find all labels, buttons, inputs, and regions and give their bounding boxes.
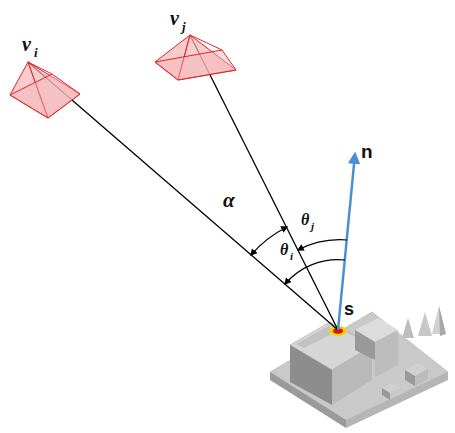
city-model xyxy=(270,306,448,428)
angle-arc xyxy=(298,240,347,250)
point-label: s xyxy=(344,300,354,318)
angle-label: θ xyxy=(280,242,288,258)
camera-frustum xyxy=(155,35,236,80)
camera-name: v xyxy=(170,8,179,28)
angle-label: θ xyxy=(301,212,309,228)
camera-name: v xyxy=(22,34,31,54)
normal-arrow xyxy=(338,154,355,330)
view-ray xyxy=(28,62,338,330)
angle-label: α xyxy=(223,190,235,211)
subscript: i xyxy=(290,251,293,262)
view-ray xyxy=(190,35,338,330)
subscript: j xyxy=(182,20,186,33)
subscript: i xyxy=(34,46,38,59)
normal-label: n xyxy=(361,142,373,161)
camera-frustum xyxy=(10,62,80,118)
angle-arc xyxy=(285,260,345,284)
subscript: j xyxy=(311,221,314,232)
